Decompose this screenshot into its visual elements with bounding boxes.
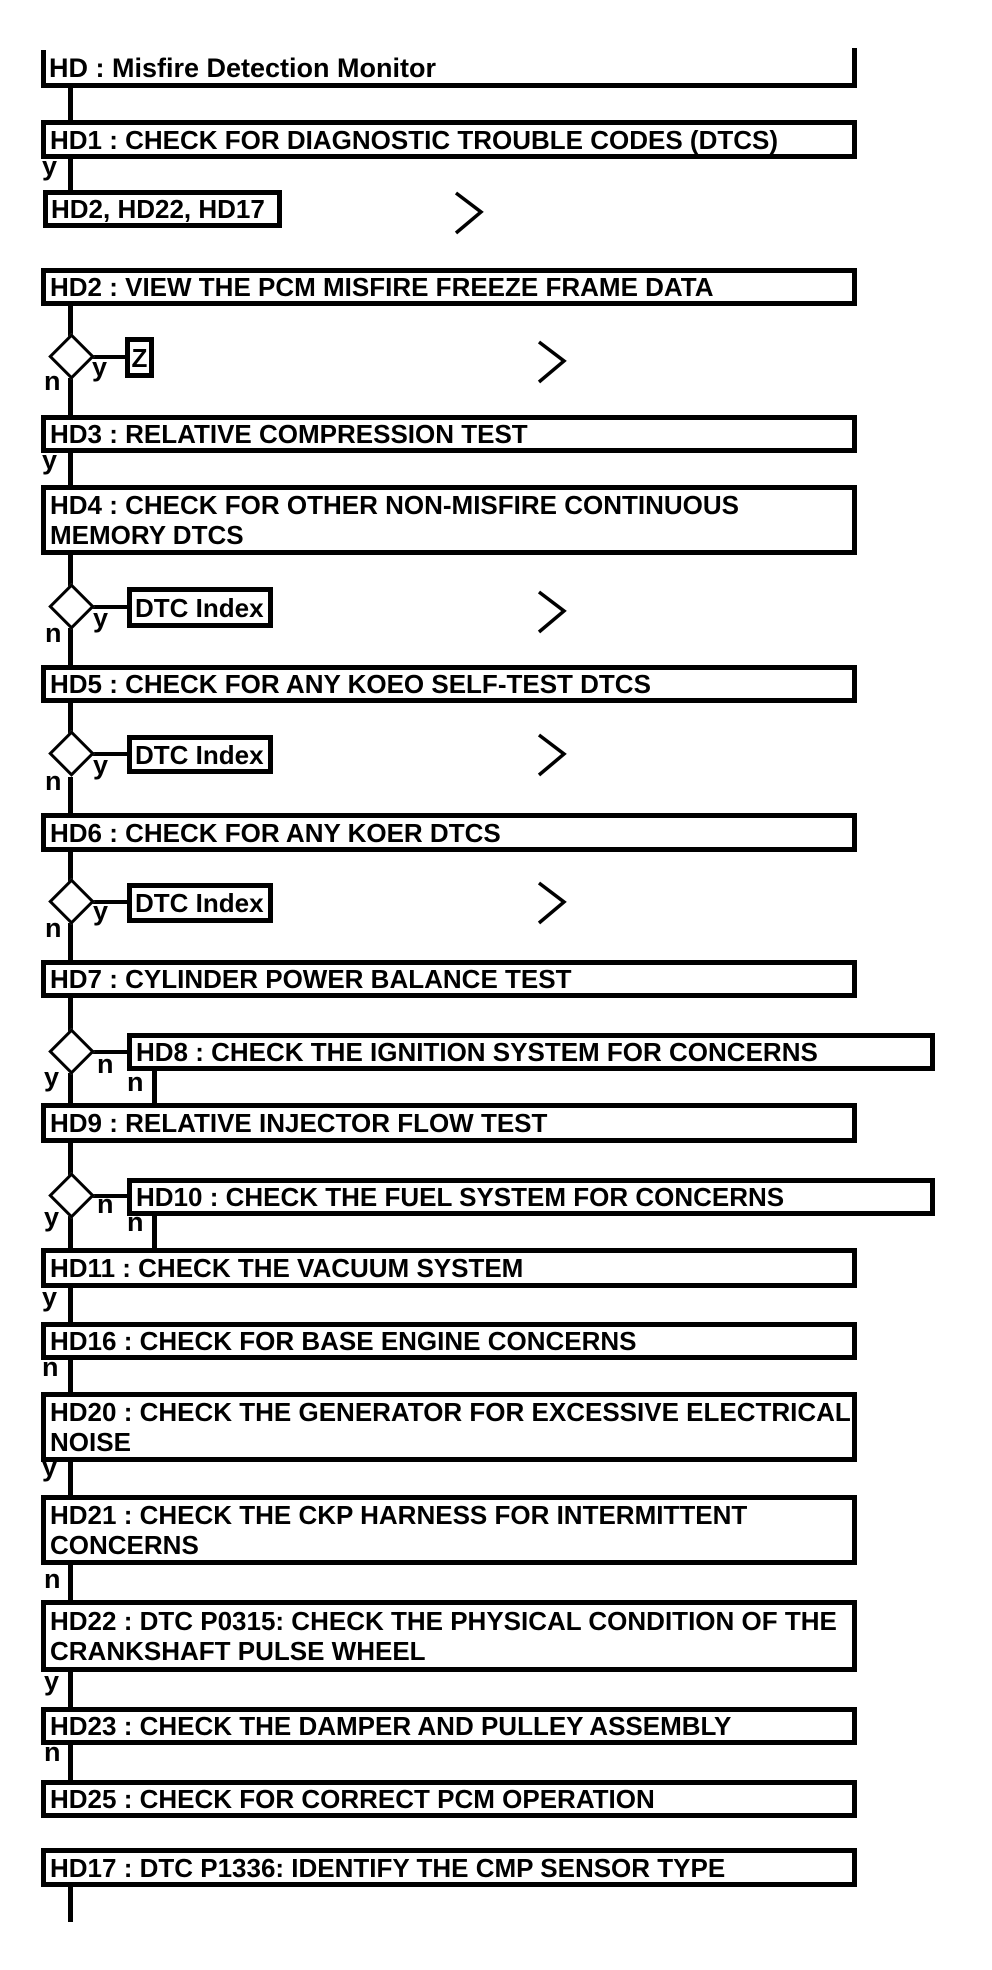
branch-label-yes: y xyxy=(42,1452,58,1482)
branch-line xyxy=(88,1194,129,1198)
connector-line xyxy=(68,777,73,813)
continue-chevron-icon[interactable] xyxy=(537,732,567,778)
connector-line xyxy=(68,1672,73,1707)
branch-label-yes: y xyxy=(44,1666,60,1696)
branch-label-no: n xyxy=(42,1352,59,1382)
continue-chevron-icon[interactable] xyxy=(537,589,567,635)
branch-label-yes: y xyxy=(44,1062,60,1092)
branch-label-yes: y xyxy=(42,445,58,475)
reference-box-dtc-index-2[interactable]: DTC Index xyxy=(127,735,273,774)
connector-line xyxy=(68,1887,73,1922)
reference-box-dtc-index-3[interactable]: DTC Index xyxy=(127,883,273,923)
branch-label-no: n xyxy=(44,1564,61,1594)
continue-chevron-icon[interactable] xyxy=(537,880,567,926)
node-hd8[interactable]: HD8 : CHECK THE IGNITION SYSTEM FOR CONC… xyxy=(127,1033,935,1071)
node-hd21[interactable]: HD21 : CHECK THE CKP HARNESS FOR INTERMI… xyxy=(41,1495,857,1565)
branch-line xyxy=(88,900,129,904)
node-hd5[interactable]: HD5 : CHECK FOR ANY KOEO SELF-TEST DTCS xyxy=(41,665,857,703)
branch-label-yes: y xyxy=(93,750,109,780)
reference-box-hd2-hd22-hd17[interactable]: HD2, HD22, HD17 xyxy=(43,190,282,228)
branch-label-no: n xyxy=(45,766,62,796)
connector-line xyxy=(68,378,73,415)
connector-line xyxy=(68,1288,73,1322)
node-hd16[interactable]: HD16 : CHECK FOR BASE ENGINE CONCERNS xyxy=(41,1322,857,1360)
branch-label-yes: y xyxy=(44,1202,60,1232)
connector-line xyxy=(68,159,73,190)
connector-line xyxy=(68,88,73,120)
branch-line xyxy=(88,355,127,359)
branch-label-yes: y xyxy=(42,1282,58,1312)
connector-line xyxy=(68,306,73,337)
branch-label-no: n xyxy=(97,1189,114,1219)
connector-line xyxy=(68,1745,73,1780)
node-hd17[interactable]: HD17 : DTC P1336: IDENTIFY THE CMP SENSO… xyxy=(41,1848,857,1887)
node-hd10[interactable]: HD10 : CHECK THE FUEL SYSTEM FOR CONCERN… xyxy=(127,1178,935,1216)
node-hd11[interactable]: HD11 : CHECK THE VACUUM SYSTEM xyxy=(41,1248,857,1288)
return-line-hd8 xyxy=(152,1071,157,1103)
connector-line xyxy=(68,923,73,960)
branch-label-no: n xyxy=(127,1067,144,1097)
connector-line xyxy=(68,852,73,883)
node-hd25[interactable]: HD25 : CHECK FOR CORRECT PCM OPERATION xyxy=(41,1780,857,1818)
node-hd23[interactable]: HD23 : CHECK THE DAMPER AND PULLEY ASSEM… xyxy=(41,1707,857,1745)
node-hd7[interactable]: HD7 : CYLINDER POWER BALANCE TEST xyxy=(41,960,857,998)
connector-line xyxy=(68,1216,73,1248)
connector-line xyxy=(68,1462,73,1495)
connector-line xyxy=(68,703,73,735)
connector-line xyxy=(68,453,73,485)
node-hd3[interactable]: HD3 : RELATIVE COMPRESSION TEST xyxy=(41,415,857,453)
connector-line xyxy=(68,628,73,665)
node-hd22[interactable]: HD22 : DTC P0315: CHECK THE PHYSICAL CON… xyxy=(41,1600,857,1672)
branch-label-yes: y xyxy=(93,896,109,926)
node-hd20[interactable]: HD20 : CHECK THE GENERATOR FOR EXCESSIVE… xyxy=(41,1392,857,1462)
node-hd2[interactable]: HD2 : VIEW THE PCM MISFIRE FREEZE FRAME … xyxy=(41,268,857,306)
branch-label-no: n xyxy=(44,1737,61,1767)
connector-line xyxy=(68,1073,73,1103)
reference-box-z[interactable]: Z xyxy=(125,337,154,378)
connector-line xyxy=(68,1360,73,1392)
branch-line xyxy=(88,1050,129,1054)
continue-chevron-icon[interactable] xyxy=(537,339,567,385)
branch-label-no: n xyxy=(97,1049,114,1079)
connector-line xyxy=(68,555,73,587)
connector-line xyxy=(68,998,73,1033)
node-hd4[interactable]: HD4 : CHECK FOR OTHER NON-MISFIRE CONTIN… xyxy=(41,485,857,555)
branch-label-no: n xyxy=(45,913,62,943)
node-hd1[interactable]: HD1 : CHECK FOR DIAGNOSTIC TROUBLE CODES… xyxy=(41,120,857,159)
reference-box-dtc-index-1[interactable]: DTC Index xyxy=(127,587,273,628)
continue-chevron-icon[interactable] xyxy=(454,190,484,236)
node-hd9[interactable]: HD9 : RELATIVE INJECTOR FLOW TEST xyxy=(41,1103,857,1143)
branch-label-yes: y xyxy=(92,352,108,382)
branch-label-yes: y xyxy=(93,603,109,633)
title-bracket-right xyxy=(852,48,857,88)
branch-label-no: n xyxy=(45,618,62,648)
return-line-hd10 xyxy=(152,1216,157,1248)
node-hd6[interactable]: HD6 : CHECK FOR ANY KOER DTCS xyxy=(41,813,857,852)
title-bracket-left xyxy=(41,50,46,87)
branch-line xyxy=(88,605,129,609)
branch-label-no: n xyxy=(127,1207,144,1237)
page-title: HD : Misfire Detection Monitor xyxy=(49,53,437,83)
connector-line xyxy=(68,1143,73,1176)
branch-label-yes: y xyxy=(42,151,58,181)
branch-line xyxy=(88,752,129,756)
branch-label-no: n xyxy=(44,366,61,396)
title-underline xyxy=(41,83,857,88)
connector-line xyxy=(68,1565,73,1600)
